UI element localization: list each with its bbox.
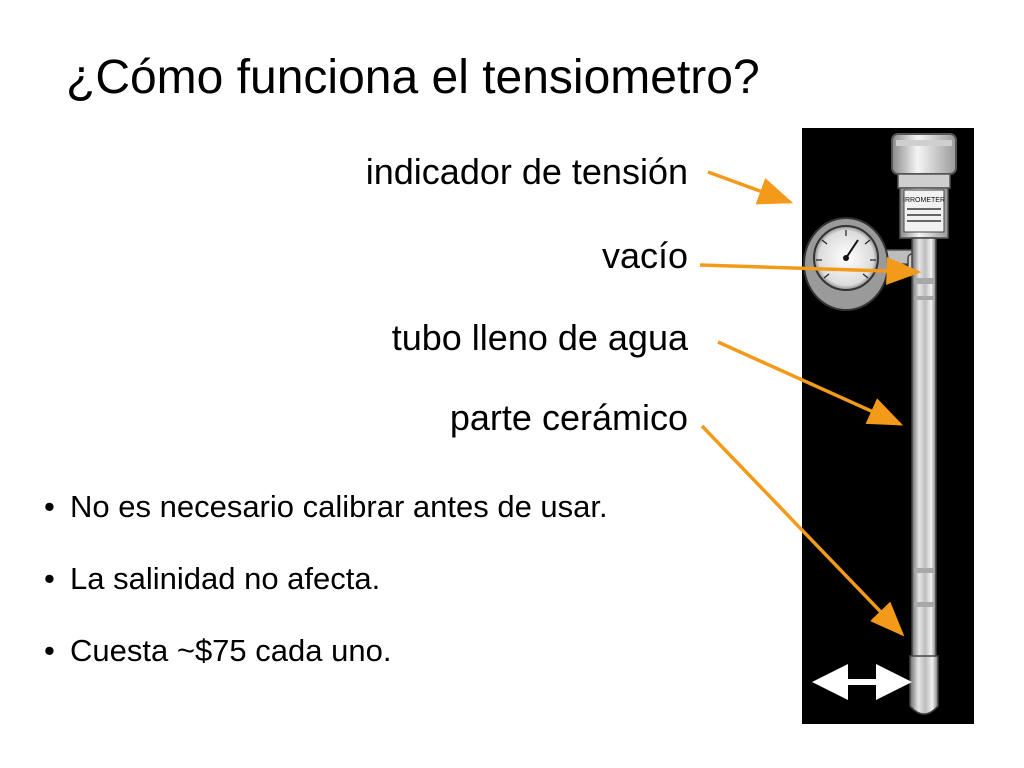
vacuum-gauge — [803, 217, 923, 311]
bullet-text: Cuesta ~$75 cada uno. — [70, 633, 392, 668]
bullet-list: • No es necesario calibrar antes de usar.… — [44, 488, 608, 670]
label-vacuum: vacío — [601, 235, 688, 276]
label-water-tube: tubo lleno de agua — [391, 317, 688, 358]
bullet-item: • No es necesario calibrar antes de usar. — [44, 488, 608, 526]
brand-plate: IRROMETER — [903, 189, 945, 233]
bullet-item: • La salinidad no afecta. — [44, 560, 608, 598]
bullet-item: • Cuesta ~$75 cada uno. — [44, 632, 608, 670]
label-tension-indicator: indicador de tensión — [365, 151, 688, 192]
bullet-dot: • — [44, 489, 55, 524]
label-ceramic-tip: parte cerámico — [449, 397, 688, 438]
bullet-dot: • — [44, 561, 55, 596]
arrow-tension-indicator — [707, 170, 794, 205]
arrow-vacuum — [699, 256, 922, 285]
brand-text: IRROMETER — [903, 197, 945, 204]
ceramic-tip — [909, 655, 939, 715]
arrow-water-tube — [717, 340, 904, 426]
tensiometer-drawing: IRROMETER — [803, 133, 957, 715]
slide-title: ¿Cómo funciona el tensiometro? — [66, 51, 760, 104]
bullet-dot: • — [44, 633, 55, 668]
bullet-text: La salinidad no afecta. — [70, 561, 381, 596]
bullet-text: No es necesario calibrar antes de usar. — [70, 489, 608, 524]
arrow-ceramic-tip — [700, 424, 905, 637]
